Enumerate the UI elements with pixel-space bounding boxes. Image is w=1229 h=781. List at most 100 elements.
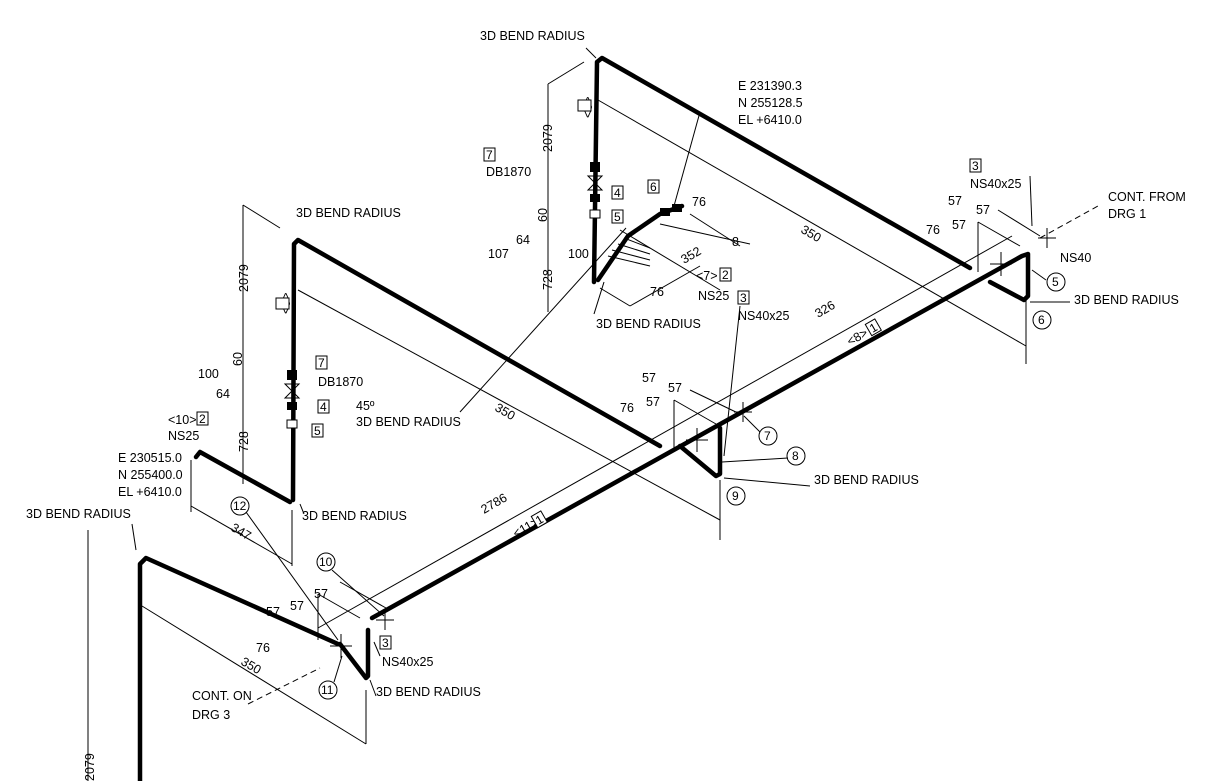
- valve-db1870-top: DB1870: [486, 165, 531, 179]
- note-bend-radius-45: 3D BEND RADIUS: [356, 415, 461, 429]
- item-tag-7-mid: 7: [318, 356, 325, 370]
- dim-76-mid: 76: [620, 401, 634, 415]
- coord-top-east: E 231390.3: [738, 79, 802, 93]
- weld-tag-12: 12: [233, 499, 247, 513]
- flange-icon: [590, 162, 600, 172]
- pipe-tee-mid: [677, 425, 723, 479]
- dim-57-f: 57: [646, 395, 660, 409]
- note-cont-from-drg: DRG 1: [1108, 207, 1146, 221]
- continuation-line-drg1: [1039, 205, 1099, 239]
- gasket-icon: [589, 209, 601, 219]
- pipe-run-upper-branch: [595, 203, 685, 283]
- dim-60-mid: 60: [231, 352, 245, 366]
- weld-number-tags: 5 6 7 8 9 10 11 12: [230, 269, 1066, 700]
- dim-2079-top: 2079: [541, 124, 555, 152]
- note-bend-radius-tee: 3D BEND RADIUS: [814, 473, 919, 487]
- pipe-main-header: [369, 251, 1031, 621]
- valve-icon: [586, 175, 604, 191]
- size-ns40: NS40: [1060, 251, 1091, 265]
- note-cont-from: CONT. FROM: [1108, 190, 1186, 204]
- item-tag-4-mid: 4: [320, 400, 327, 414]
- valve-db1870-mid: DB1870: [318, 375, 363, 389]
- dim-100-mid: 100: [198, 367, 219, 381]
- note-cont-on-drg: DRG 3: [192, 708, 230, 722]
- weld-tag-11: 11: [321, 683, 334, 697]
- dim-100-top: 100: [568, 247, 589, 261]
- valve-symbols: [283, 162, 682, 429]
- dim-8: 8: [732, 235, 739, 249]
- item-tag-3-mid: 3: [740, 291, 747, 305]
- dim-57-i: 57: [314, 587, 328, 601]
- dim-64-top: 64: [516, 233, 530, 247]
- dim-60-top: 60: [536, 208, 550, 222]
- coord-top-elevation: EL +6410.0: [738, 113, 802, 127]
- flange-icon: [287, 370, 297, 380]
- dim-57-b: 57: [976, 203, 990, 217]
- coord-left-elevation: EL +6410.0: [118, 485, 182, 499]
- coord-left-east: E 230515.0: [118, 451, 182, 465]
- weld-tag-10: 10: [319, 555, 333, 569]
- dim-350-low: 350: [239, 654, 264, 677]
- dim-2079-left: 2079: [83, 753, 97, 781]
- pipe-tee-low: [337, 627, 371, 681]
- coord-top-north: N 255128.5: [738, 96, 803, 110]
- size-ns40x25-mid: NS40x25: [738, 309, 789, 323]
- item-tags: 7 4 5 6 3 3 3 7 4 5: [311, 147, 982, 650]
- gasket-icon: [286, 419, 298, 429]
- pipe-run-middle-branch: [193, 449, 293, 505]
- size-ns25-branch: NS25: [698, 289, 729, 303]
- spool-tag-10: <10>: [168, 413, 197, 427]
- dim-57-g: 57: [266, 605, 280, 619]
- valve-icon: [283, 383, 301, 399]
- dim-107: 107: [488, 247, 509, 261]
- dim-76-low: 76: [256, 641, 270, 655]
- dim-352: 352: [679, 244, 704, 267]
- dim-2786: 2786: [479, 491, 510, 517]
- flange-icon: [672, 204, 682, 212]
- size-ns40x25-low: NS40x25: [382, 655, 433, 669]
- item-tag-3-right: 3: [972, 159, 979, 173]
- dim-728-mid: 728: [237, 431, 251, 452]
- continuation-line-drg3: [247, 667, 321, 705]
- dim-57-h: 57: [290, 599, 304, 613]
- dim-57-a: 57: [948, 194, 962, 208]
- spool-rev-10: 2: [199, 412, 206, 426]
- spool-rev-7: 2: [722, 268, 729, 282]
- weld-tag-9: 9: [732, 489, 739, 503]
- item-tag-5-top: 5: [614, 210, 621, 224]
- note-bend-radius-branch: 3D BEND RADIUS: [596, 317, 701, 331]
- weld-tag-8: 8: [792, 449, 799, 463]
- item-tag-7-top: 7: [486, 148, 493, 162]
- note-bend-radius-low: 3D BEND RADIUS: [302, 509, 407, 523]
- weld-markers: [330, 228, 1056, 658]
- size-ns40x25-right: NS40x25: [970, 177, 1021, 191]
- dim-57-c: 57: [952, 218, 966, 232]
- note-cont-on: CONT. ON: [192, 689, 252, 703]
- dim-728-top: 728: [541, 269, 555, 290]
- item-tag-6: 6: [650, 180, 657, 194]
- dimension-lines: [87, 47, 1070, 781]
- dim-350-top: 350: [799, 222, 824, 245]
- item-tag-4-top: 4: [614, 186, 621, 200]
- pipe-run-middle: [290, 237, 663, 503]
- weld-tag-6: 6: [1038, 313, 1045, 327]
- note-bend-radius-bottom: 3D BEND RADIUS: [376, 685, 481, 699]
- spool-tag-7: <7>: [696, 269, 718, 283]
- angle-45: 45º: [356, 399, 375, 413]
- flange-icon: [287, 402, 297, 410]
- coord-left-north: N 255400.0: [118, 468, 183, 482]
- note-bend-radius-left: 3D BEND RADIUS: [26, 507, 131, 521]
- dim-57-d: 57: [642, 371, 656, 385]
- dim-2079-mid: 2079: [237, 264, 251, 292]
- pipe-run-lower: [137, 555, 341, 781]
- dim-76-branch: 76: [692, 195, 706, 209]
- dim-57-e: 57: [668, 381, 682, 395]
- item-tag-3-low: 3: [382, 636, 389, 650]
- note-bend-radius-mid: 3D BEND RADIUS: [296, 206, 401, 220]
- dim-76-right: 76: [926, 223, 940, 237]
- weld-tag-5: 5: [1052, 275, 1059, 289]
- dim-76-branch-low: 76: [650, 285, 664, 299]
- size-ns25-left: NS25: [168, 429, 199, 443]
- flange-icon: [590, 194, 600, 202]
